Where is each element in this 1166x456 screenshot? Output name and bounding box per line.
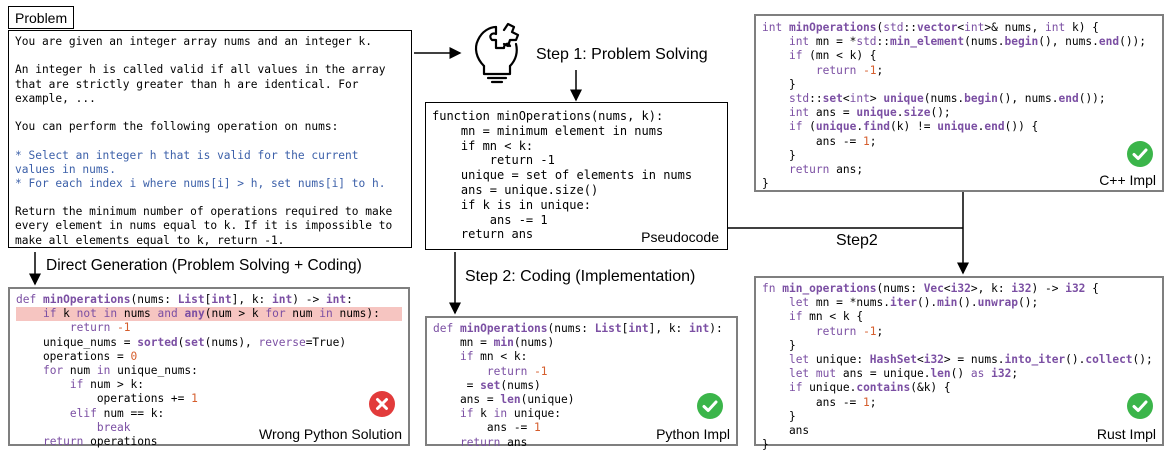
wrong-python-box: def minOperations(nums: List[int], k: in… bbox=[8, 287, 410, 448]
code-line bbox=[15, 134, 405, 148]
code-line: if mn < k { bbox=[788, 310, 864, 324]
code-line: if k not in nums and any(num > k for num… bbox=[16, 307, 402, 322]
code-line: mn = min(nums) bbox=[433, 336, 555, 350]
cpp-impl-tag: C++ Impl bbox=[1099, 172, 1156, 188]
code-line: operations += 1 bbox=[16, 392, 198, 406]
cpp-impl-box: int minOperations(std::vector<int>& nums… bbox=[754, 14, 1164, 192]
pseudocode-box: function minOperations(nums, k): mn = mi… bbox=[425, 102, 728, 250]
rust-impl-box: fn min_operations(nums: Vec<i32>, k: i32… bbox=[754, 276, 1164, 451]
code-line: unique = set of elements in nums bbox=[432, 168, 693, 183]
code-line: int minOperations(std::vector<int>& nums… bbox=[762, 21, 1099, 34]
rust-impl-tag: Rust Impl bbox=[1096, 426, 1156, 442]
step2-coding-label: Step 2: Coding (Implementation) bbox=[465, 268, 696, 285]
code-line: return -1 bbox=[69, 321, 131, 335]
code-line: def minOperations(nums: List[int], k: in… bbox=[16, 293, 353, 306]
code-line: let unique: HashSet<i32> = nums.into_ite… bbox=[788, 352, 1153, 366]
code-line: } bbox=[762, 177, 769, 191]
code-line: ans -= 1 bbox=[432, 212, 548, 227]
code-line: example, ... bbox=[15, 91, 96, 105]
code-line: * Select an integer h that is valid for … bbox=[15, 148, 359, 162]
check-circle-icon bbox=[696, 392, 724, 420]
code-line: make all elements equal to k, return -1. bbox=[15, 233, 285, 247]
code-line: let mut ans = unique.len() as i32; bbox=[788, 367, 1019, 381]
lightbulb-puzzle-icon bbox=[470, 18, 526, 88]
code-line: * For each index i where nums[i] > h, se… bbox=[15, 176, 386, 190]
direct-generation-label: Direct Generation (Problem Solving + Cod… bbox=[46, 257, 362, 274]
code-line: if (unique.find(k) != unique.end()) { bbox=[788, 120, 1039, 134]
code-line: return -1 bbox=[432, 153, 555, 168]
wrong-python-tag: Wrong Python Solution bbox=[259, 426, 402, 442]
code-line: values in nums. bbox=[15, 162, 117, 176]
code-line: def minOperations(nums: List[int], k: in… bbox=[433, 322, 723, 335]
x-circle-icon bbox=[368, 390, 396, 418]
cpp-code: int minOperations(std::vector<int>& nums… bbox=[756, 16, 1162, 196]
python-impl-code: def minOperations(nums: List[int], k: in… bbox=[427, 318, 736, 454]
code-line: mn = minimum element in nums bbox=[432, 123, 664, 138]
pseudocode-text: function minOperations(nums, k): mn = mi… bbox=[426, 103, 727, 248]
code-line: every element in nums equal to k. If it … bbox=[15, 219, 393, 233]
code-line: } bbox=[762, 77, 796, 91]
code-line: if mn < k: bbox=[432, 138, 534, 153]
code-line: operations = 0 bbox=[16, 349, 138, 363]
code-line: You are given an integer array nums and … bbox=[15, 35, 372, 48]
python-impl-tag: Python Impl bbox=[656, 426, 730, 442]
code-line: return operations bbox=[42, 434, 158, 448]
code-line: std::set<int> unique(nums.begin(), nums.… bbox=[788, 91, 1106, 105]
code-line bbox=[15, 49, 405, 63]
code-line: ans bbox=[762, 423, 810, 437]
code-line bbox=[15, 106, 405, 120]
check-circle-icon bbox=[1126, 140, 1154, 168]
code-line bbox=[15, 191, 405, 205]
code-line: int mn = *std::min_element(nums.begin(),… bbox=[788, 35, 1147, 49]
problem-box: You are given an integer array nums and … bbox=[8, 30, 412, 248]
code-line: return ans; bbox=[788, 162, 864, 176]
code-line: break bbox=[96, 420, 131, 434]
problem-title: Problem bbox=[8, 6, 75, 29]
code-line: } bbox=[762, 148, 796, 162]
code-line: if (mn < k) { bbox=[788, 49, 877, 63]
code-line: return -1; bbox=[815, 324, 884, 338]
code-line: ans -= 1 bbox=[433, 421, 541, 435]
code-line: } bbox=[762, 438, 769, 452]
wrong-python-code: def minOperations(nums: List[int], k: in… bbox=[10, 289, 408, 453]
code-line: ans -= 1; bbox=[762, 134, 877, 148]
code-line: } bbox=[762, 338, 796, 352]
code-line: if unique.contains(&k) { bbox=[788, 381, 951, 395]
python-impl-box: def minOperations(nums: List[int], k: in… bbox=[425, 316, 738, 449]
code-line: function minOperations(nums, k): bbox=[432, 109, 664, 123]
code-line: if mn < k: bbox=[459, 350, 528, 364]
code-line: ans = len(unique) bbox=[433, 392, 575, 406]
step1-label: Step 1: Problem Solving bbox=[536, 46, 708, 63]
code-line: = set(nums) bbox=[433, 378, 541, 392]
code-line: An integer h is called valid if all valu… bbox=[15, 63, 386, 77]
code-line: let mn = *nums.iter().min().unwrap(); bbox=[788, 296, 1039, 310]
code-line: return ans bbox=[459, 435, 528, 449]
code-line: for num in unique_nums: bbox=[42, 363, 198, 377]
code-line: Return the minimum number of operations … bbox=[15, 205, 393, 219]
code-line: that are strictly greater than h are ide… bbox=[15, 77, 359, 91]
code-line: unique_nums = sorted(set(nums), reverse=… bbox=[16, 335, 347, 349]
code-line: You can perform the following operation … bbox=[15, 120, 339, 134]
code-line: ans -= 1; bbox=[762, 395, 877, 409]
pseudocode-tag: Pseudocode bbox=[641, 229, 719, 245]
code-line: if k is in unique: bbox=[432, 197, 591, 212]
code-line: int ans = unique.size(); bbox=[788, 106, 951, 120]
code-line: return -1 bbox=[486, 364, 548, 378]
code-line: elif num == k: bbox=[69, 406, 165, 420]
code-line: } bbox=[762, 409, 796, 423]
code-line: fn min_operations(nums: Vec<i32>, k: i32… bbox=[762, 282, 1099, 295]
code-line: return -1; bbox=[815, 63, 884, 77]
step2-label: Step2 bbox=[836, 232, 878, 249]
code-line: if num > k: bbox=[69, 378, 144, 392]
code-line: ans = unique.size() bbox=[432, 182, 599, 197]
code-line: if k in unique: bbox=[459, 407, 562, 421]
code-line: return ans bbox=[432, 227, 534, 242]
problem-text: You are given an integer array nums and … bbox=[9, 31, 411, 252]
check-circle-icon bbox=[1126, 392, 1154, 420]
rust-code: fn min_operations(nums: Vec<i32>, k: i32… bbox=[756, 278, 1162, 456]
